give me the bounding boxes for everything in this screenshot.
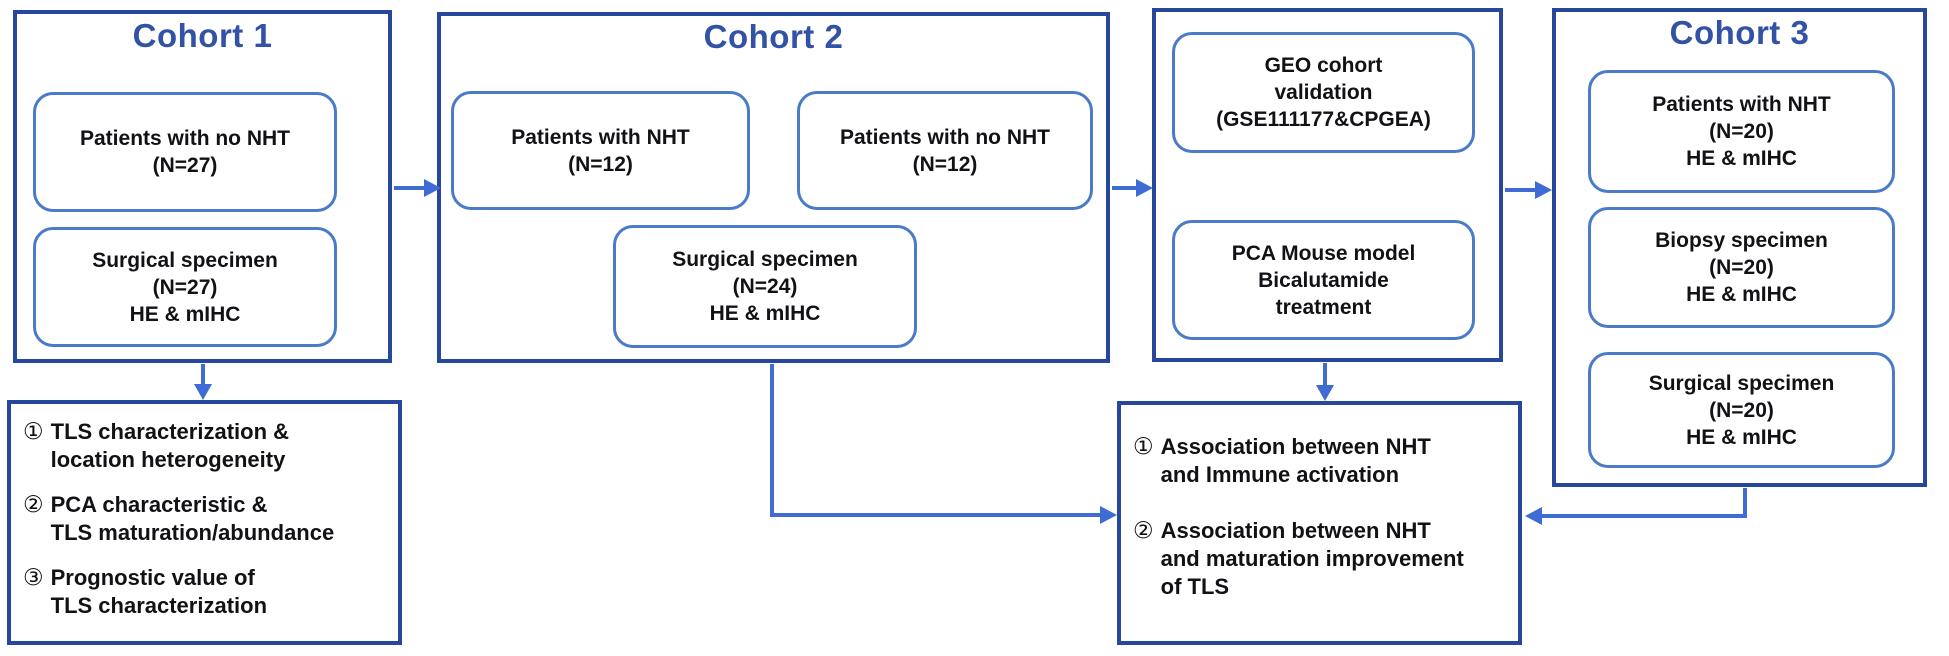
node-line: HE & mIHC: [1686, 425, 1797, 449]
node-line: (N=20): [1709, 256, 1774, 279]
cohort1-node-patients-no-nht: Patients with no NHT (N=27): [33, 92, 337, 212]
circled-2-icon: ②: [23, 492, 44, 518]
cohort2-node-surgical-specimen: Surgical specimen (N=24) HE & mIHC: [613, 225, 917, 348]
node-line: GEO cohort: [1264, 54, 1383, 77]
arrow-cohort1-to-cohort2: [394, 179, 441, 197]
node-line: PCA Mouse model: [1231, 241, 1416, 265]
validation-node-mouse-model: PCA Mouse model Bicalutamide treatment: [1172, 220, 1475, 340]
cohort3-title: Cohort 3: [1669, 14, 1810, 51]
outcome-line: location heterogeneity: [50, 447, 286, 472]
node-line: HE & mIHC: [1686, 283, 1797, 306]
node-line: HE & mIHC: [709, 302, 821, 325]
outcome1-box: ① TLS characterization & location hetero…: [7, 400, 402, 645]
circled-1-icon: ①: [23, 419, 44, 445]
node-line: (N=12): [568, 152, 633, 176]
outcome1-item-2: ② PCA characteristic & TLS maturation/ab…: [23, 491, 392, 547]
node-line: (N=20): [1709, 120, 1774, 143]
node-line: (N=24): [732, 275, 798, 298]
node-line: (GSE111177&CPGEA): [1216, 108, 1431, 131]
outcome-line: PCA characteristic &: [50, 492, 268, 517]
circled-1-icon: ①: [1133, 434, 1154, 460]
outcome-line: and Immune activation: [1160, 462, 1400, 487]
node-line: Surgical specimen: [92, 248, 278, 272]
outcome-line: Association between NHT: [1160, 518, 1431, 543]
outcome2-item-2: ② Association between NHT and maturation…: [1133, 517, 1512, 601]
outcome1-item-3: ③ Prognostic value of TLS characterizati…: [23, 564, 392, 620]
node-line: HE & mIHC: [1686, 147, 1797, 170]
outcome-line: TLS characterization &: [50, 419, 290, 444]
outcome-line: TLS maturation/abundance: [50, 520, 335, 545]
node-line: (N=20): [1709, 398, 1774, 422]
cohort2-node-patients-no-nht: Patients with no NHT (N=12): [797, 91, 1093, 210]
node-line: (N=12): [912, 152, 978, 176]
node-line: treatment: [1275, 295, 1372, 319]
arrow-cohort3-to-outcome2: [1525, 488, 1747, 525]
node-line: Patients with NHT: [511, 125, 690, 149]
outcome-line: Prognostic value of: [50, 565, 255, 590]
cohort2-title: Cohort 2: [703, 18, 844, 55]
node-line: (N=27): [152, 275, 218, 299]
node-line: (N=27): [152, 154, 218, 177]
outcome-line: TLS characterization: [50, 593, 268, 618]
outcome2-item-1: ① Association between NHT and Immune act…: [1133, 433, 1512, 489]
arrow-cohort1-to-outcome1: [194, 364, 212, 400]
cohort3-node-surgical-specimen: Surgical specimen (N=20) HE & mIHC: [1588, 352, 1895, 468]
arrow-validation-to-cohort3: [1505, 181, 1552, 199]
arrow-cohort2-to-validation: [1112, 179, 1153, 197]
outcome-line: Association between NHT: [1160, 434, 1431, 459]
cohort3-node-patients-nht: Patients with NHT (N=20) HE & mIHC: [1588, 70, 1895, 193]
circled-2-icon: ②: [1133, 518, 1154, 544]
node-line: validation: [1274, 81, 1373, 104]
arrow-cohort2-to-outcome2: [770, 364, 1117, 524]
outcome1-item-1: ① TLS characterization & location hetero…: [23, 418, 392, 474]
validation-node-geo-cohort: GEO cohort validation (GSE111177&CPGEA): [1172, 32, 1475, 153]
arrow-validation-to-outcome2: [1316, 363, 1334, 401]
cohort1-title: Cohort 1: [132, 17, 273, 54]
circled-3-icon: ③: [23, 565, 44, 591]
cohort2-node-patients-nht: Patients with NHT (N=12): [451, 91, 750, 210]
cohort3-node-biopsy-specimen: Biopsy specimen (N=20) HE & mIHC: [1588, 207, 1895, 328]
outcome-line: of TLS: [1160, 574, 1230, 599]
node-line: Patients with no NHT: [840, 125, 1050, 149]
outcome2-box: ① Association between NHT and Immune act…: [1117, 401, 1522, 645]
node-line: Patients with NHT: [1652, 93, 1831, 116]
cohort1-node-surgical-specimen: Surgical specimen (N=27) HE & mIHC: [33, 227, 337, 347]
node-line: Surgical specimen: [672, 248, 858, 271]
node-line: Surgical specimen: [1648, 371, 1835, 395]
node-line: HE & mIHC: [129, 302, 241, 326]
node-line: Biopsy specimen: [1655, 229, 1828, 252]
node-line: Patients with no NHT: [80, 127, 290, 150]
node-line: Bicalutamide: [1258, 268, 1389, 292]
outcome-line: and maturation improvement: [1160, 546, 1464, 571]
